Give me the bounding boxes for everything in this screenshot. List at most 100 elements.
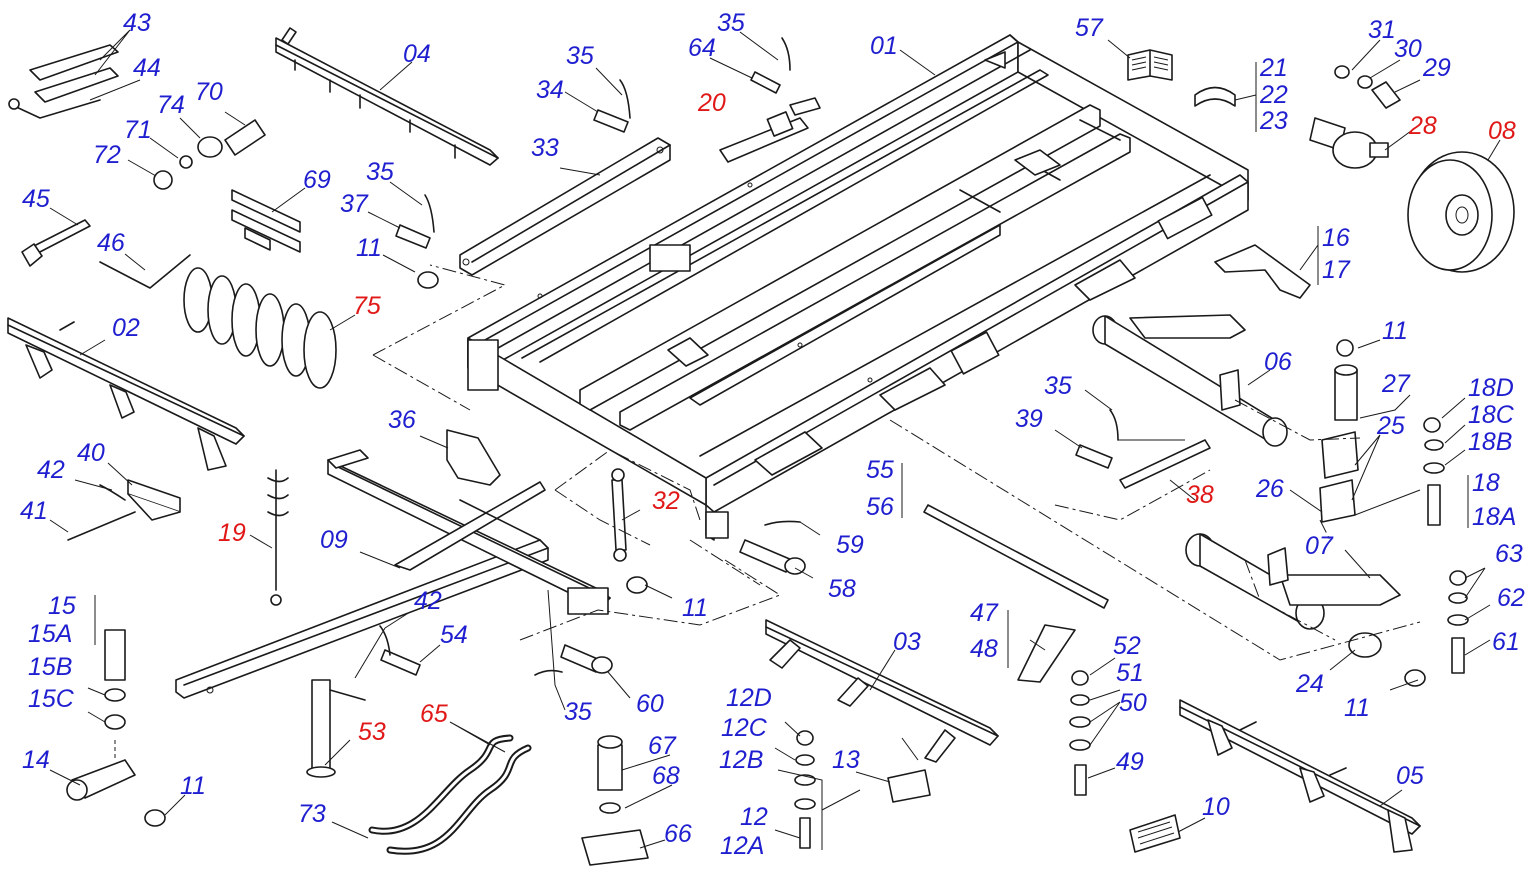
callout-73: 73 — [298, 800, 326, 828]
callout-51: 51 — [1116, 659, 1144, 687]
parts-40-42 — [67, 479, 181, 541]
tool-bar-04 — [275, 27, 499, 166]
parts-66-68 — [581, 735, 649, 866]
callout-10: 10 — [1202, 793, 1230, 821]
callout-46: 46 — [97, 229, 125, 257]
callout-60: 60 — [636, 690, 664, 718]
callout-42: 42 — [37, 456, 65, 484]
callout-15B: 15B — [28, 653, 72, 681]
callout-06: 06 — [1264, 348, 1292, 376]
parts-14-15 — [66, 629, 136, 801]
hub-28 — [1309, 65, 1401, 169]
callout-12B: 12B — [719, 746, 763, 774]
callout-48: 48 — [970, 635, 998, 663]
callout-30: 30 — [1394, 35, 1422, 63]
callout-59: 59 — [836, 531, 864, 559]
callout-17: 17 — [1322, 256, 1351, 284]
callout-35: 35 — [1044, 372, 1072, 400]
cylinder-20 — [719, 37, 821, 163]
callout-50: 50 — [1119, 689, 1147, 717]
wheel-08 — [1407, 151, 1515, 273]
callout-11: 11 — [1382, 317, 1408, 345]
callout-24: 24 — [1295, 670, 1324, 698]
callout-35: 35 — [366, 158, 394, 186]
callout-67: 67 — [648, 732, 677, 760]
callout-21: 21 — [1259, 54, 1288, 82]
callout-44: 44 — [133, 54, 161, 82]
callout-71: 71 — [124, 116, 152, 144]
callout-63: 63 — [1495, 540, 1523, 568]
callout-15A: 15A — [28, 620, 72, 648]
callout-35: 35 — [717, 9, 745, 37]
callout-41: 41 — [20, 497, 48, 525]
roller-06 — [1092, 314, 1288, 447]
callout-55: 55 — [866, 456, 894, 484]
drawbar-09 — [175, 449, 611, 699]
callout-12A: 12A — [720, 832, 764, 860]
callout-47: 47 — [970, 599, 999, 627]
roller-07 — [1185, 533, 1401, 658]
callout-62: 62 — [1497, 584, 1525, 612]
tool-bar-05 — [1179, 699, 1421, 853]
clamp-21 — [1194, 86, 1236, 107]
callout-37: 37 — [340, 190, 369, 218]
callout-11: 11 — [356, 234, 382, 262]
main-frame-part — [467, 34, 1249, 541]
callout-04: 04 — [403, 40, 431, 68]
callout-16: 16 — [1322, 224, 1350, 252]
callout-28: 28 — [1408, 112, 1437, 140]
bracket-16 — [1214, 244, 1311, 299]
callout-64: 64 — [688, 34, 716, 62]
callout-27: 27 — [1381, 370, 1411, 398]
callout-11: 11 — [682, 594, 708, 622]
callout-12: 12 — [740, 803, 768, 831]
callout-18: 18 — [1472, 469, 1500, 497]
callout-labels: 43 44 04 35 35 64 01 57 31 30 29 74 70 3… — [20, 9, 1525, 860]
callout-33: 33 — [531, 134, 559, 162]
turnbuckle-32 — [611, 468, 627, 562]
callout-19: 19 — [218, 519, 246, 547]
callout-08: 08 — [1488, 117, 1516, 145]
callout-18A: 18A — [1472, 503, 1516, 531]
callout-74: 74 — [157, 91, 185, 119]
callout-13: 13 — [832, 746, 860, 774]
callout-58: 58 — [828, 575, 856, 603]
leader-lines — [49, 29, 1501, 850]
callout-32: 32 — [652, 487, 680, 515]
callout-39: 39 — [1015, 405, 1043, 433]
callout-35: 35 — [564, 698, 592, 726]
callout-34: 34 — [536, 76, 564, 104]
warning-decal-icon — [1129, 814, 1181, 853]
assembly-lines — [372, 264, 1421, 661]
callout-02: 02 — [112, 314, 140, 342]
callout-69: 69 — [303, 166, 331, 194]
callout-40: 40 — [77, 439, 105, 467]
callout-05: 05 — [1396, 762, 1424, 790]
callout-01: 01 — [870, 32, 898, 60]
callout-49: 49 — [1116, 748, 1144, 776]
callout-07: 07 — [1305, 532, 1334, 560]
small-parts-left — [8, 44, 1426, 827]
callout-54: 54 — [440, 621, 468, 649]
strip-55 — [923, 504, 1109, 609]
part-19 — [267, 469, 289, 606]
callout-43: 43 — [123, 9, 151, 37]
callout-14: 14 — [22, 746, 50, 774]
callout-25: 25 — [1376, 412, 1405, 440]
parts-18-27 — [1319, 364, 1469, 674]
callout-66: 66 — [664, 820, 692, 848]
pins-58-60 — [534, 520, 806, 676]
callout-03: 03 — [893, 628, 921, 656]
callout-11: 11 — [180, 772, 206, 800]
callout-61: 61 — [1492, 628, 1520, 656]
callout-38: 38 — [1186, 481, 1214, 509]
callout-35: 35 — [566, 42, 594, 70]
callout-56: 56 — [866, 493, 894, 521]
callout-18C: 18C — [1468, 401, 1515, 429]
callout-23: 23 — [1259, 107, 1288, 135]
turnbuckle-38 — [1075, 409, 1211, 489]
tool-bar-03 — [765, 619, 999, 763]
callout-70: 70 — [195, 78, 223, 106]
callout-53: 53 — [358, 718, 386, 746]
